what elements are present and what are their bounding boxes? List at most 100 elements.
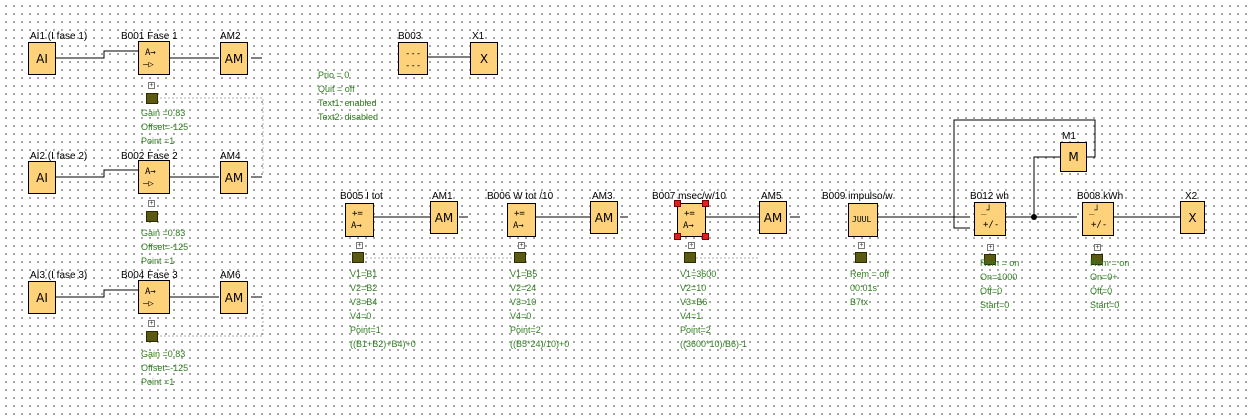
b008-parameter-icon[interactable] (1091, 254, 1103, 265)
b008-param-on: On=0+ (1090, 272, 1118, 282)
b009-param-source: B7tx (850, 297, 869, 307)
b005-param-formula: ((B1+B2)+B4)+0 (350, 339, 416, 349)
am3-label: AM3 (592, 191, 613, 202)
b002-param-gain: Gain =0.83 (141, 228, 186, 238)
b004-params: Gain =0.83 Offset=-125 Point =1 (141, 347, 188, 389)
x2-label: X2 (1185, 191, 1198, 202)
b004-glyph: A→ (145, 287, 156, 297)
ai3-block[interactable]: AI (28, 281, 56, 314)
m1-block[interactable]: M (1060, 142, 1087, 172)
b003-param-prio: Prio = 0 (318, 70, 350, 80)
am1-label: AM1 (432, 191, 453, 202)
b003-param-quit: Quit = off (318, 84, 355, 94)
wire-ai1-b001 (56, 50, 138, 59)
wire-ai3-b004 (56, 289, 138, 298)
b008-params: Rem = on On=0+ Off=0 Start=0 (1090, 256, 1129, 312)
b004-parameter-icon[interactable] (146, 331, 158, 342)
b002-glyph: A→ (145, 167, 156, 177)
b006-params: V1=B5 V2=24 V3=10 V4=0 Point=2 ((B5*24)/… (510, 267, 569, 351)
b004-block[interactable]: A→ –▷ (138, 280, 170, 314)
b006-expand-icon[interactable]: + (518, 242, 525, 249)
b004-expand-icon[interactable]: + (148, 320, 155, 327)
b007-selection-handle-br[interactable] (702, 233, 709, 240)
b012-step-icon: _┘ (981, 206, 992, 216)
b005-param-v4: V4=0 (350, 311, 372, 321)
b012-block[interactable]: _┘ +/- (974, 202, 1006, 236)
b012-param-rem: Rem = on (980, 258, 1020, 268)
b012-param-off: Off=0 (980, 286, 1003, 296)
b007-glyph: += (684, 209, 695, 219)
b006-parameter-icon[interactable] (514, 252, 526, 263)
am2-block[interactable]: AM (220, 42, 248, 75)
b008-label: B008 kWh (1077, 191, 1124, 202)
b004-param-offset: Offset=-125 (141, 363, 189, 373)
b007-expand-icon[interactable]: + (688, 242, 695, 249)
am3-block[interactable]: AM (590, 201, 618, 234)
ai1-label: AI1 (I fase 1) (30, 31, 88, 42)
b004-amplifier-icon: –▷ (143, 299, 154, 309)
b001-param-point: Point =1 (141, 136, 175, 146)
x2-block[interactable]: X (1180, 201, 1205, 234)
x1-label: X1 (472, 31, 485, 42)
b001-glyph: A→ (145, 48, 156, 58)
am4-block[interactable]: AM (220, 161, 248, 194)
b008-param-rem: Rem = on (1090, 258, 1130, 268)
b012-param-start: Start=0 (980, 300, 1010, 310)
b005-param-v1: V1=B1 (350, 269, 378, 279)
b006-param-v3: V3=10 (510, 297, 537, 307)
b005-block[interactable]: += A→ (345, 203, 374, 237)
b007-parameter-icon[interactable] (684, 252, 696, 263)
b001-expand-icon[interactable]: + (148, 82, 155, 89)
b012-parameter-icon[interactable] (984, 254, 996, 265)
b001-param-offset: Offset=-125 (141, 122, 189, 132)
b006-glyph: += (514, 209, 525, 219)
b005-expand-icon[interactable]: + (356, 242, 363, 249)
b007-param-formula: ((3600*10)/B6)-1 (680, 339, 748, 349)
b008-block[interactable]: _┘ +/- (1082, 202, 1114, 236)
b003-text-line-2: --- (405, 61, 422, 71)
am6-block[interactable]: AM (220, 281, 248, 314)
b002-param-offset: Offset=-125 (141, 242, 189, 252)
b008-param-start: Start=0 (1090, 300, 1120, 310)
b008-expand-icon[interactable]: + (1094, 244, 1101, 251)
b004-param-gain: Gain =0.83 (141, 349, 186, 359)
b009-block[interactable]: JUUL (848, 203, 878, 237)
b009-params: Rem = off 00:01s B7tx (850, 267, 889, 309)
b007-selection-handle-tr[interactable] (702, 200, 709, 207)
ai2-label: AI2 (I fase 2) (30, 151, 88, 162)
x1-block[interactable]: X (470, 42, 498, 75)
b007-selection-handle-bl[interactable] (674, 233, 681, 240)
b003-block[interactable]: --- --- (398, 42, 428, 75)
b002-block[interactable]: A→ –▷ (138, 160, 170, 194)
b009-parameter-icon[interactable] (855, 252, 867, 263)
b012-params: Rem = on On=1000 Off=0 Start=0 (980, 256, 1019, 312)
b002-parameter-icon[interactable] (146, 211, 158, 222)
ai1-block[interactable]: AI (28, 42, 56, 75)
b009-label: B009 impulso/w (822, 191, 893, 202)
b001-label: B001 Fase 1 (121, 31, 178, 42)
b007-param-v4: V4=1 (680, 311, 702, 321)
am5-block[interactable]: AM (759, 201, 787, 234)
b002-expand-icon[interactable]: + (148, 200, 155, 207)
b006-label: B006 W tot /10 (487, 191, 554, 202)
b001-parameter-icon[interactable] (146, 93, 158, 104)
b009-expand-icon[interactable]: + (858, 242, 865, 249)
b007-block[interactable]: += A→ (677, 203, 706, 237)
b008-step-icon: _┘ (1089, 206, 1100, 216)
b002-param-point: Point =1 (141, 256, 175, 266)
ai2-block[interactable]: AI (28, 161, 56, 194)
b007-param-v2: V2=10 (680, 283, 707, 293)
b006-block[interactable]: += A→ (507, 203, 536, 237)
wire-junction-m1 (1033, 156, 1060, 217)
b004-param-point: Point =1 (141, 377, 175, 387)
b005-parameter-icon[interactable] (352, 252, 364, 263)
b001-block[interactable]: A→ –▷ (138, 41, 170, 75)
am1-block[interactable]: AM (430, 201, 458, 234)
b004-label: B004 Fase 3 (121, 270, 178, 281)
b003-params: Prio = 0 Quit = off Text1: enabled Text2… (318, 68, 378, 124)
b012-glyph: +/- (983, 220, 1000, 230)
b012-expand-icon[interactable]: + (987, 244, 994, 251)
b007-selection-handle-tl[interactable] (674, 200, 681, 207)
junction-dot (1031, 214, 1037, 220)
